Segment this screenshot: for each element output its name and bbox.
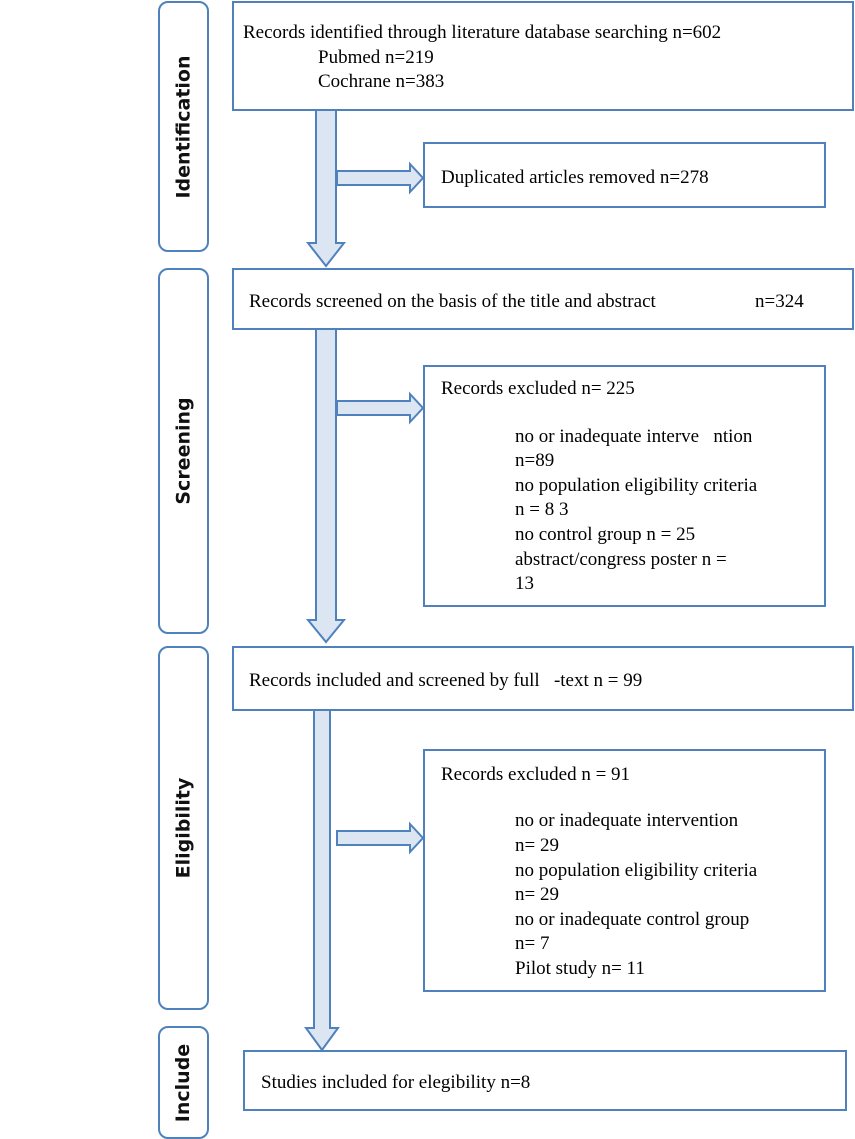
box-records-identified: Records identified through literature da… [232, 1, 854, 111]
excluded-screening-reason: n = 8 3 [515, 499, 569, 520]
pubmed-count: Pubmed n=219 [318, 47, 434, 68]
excluded-eligibility-reason: Pilot study n= 11 [515, 958, 645, 979]
excluded-screening-reason: no or inadequate interve ntion [515, 426, 753, 447]
excluded-screening-reason: 13 [515, 573, 534, 594]
down-arrow-3 [304, 708, 340, 1052]
records-screened-title: Records screened on the basis of the tit… [249, 291, 656, 312]
box-full-text-screened: Records included and screened by full -t… [232, 646, 854, 711]
box-excluded-eligibility: Records excluded n = 91 no or inadequate… [423, 749, 826, 992]
right-arrow-2 [336, 391, 425, 425]
box-studies-included: Studies included for elegibility n=8 [243, 1050, 847, 1111]
right-arrow-3 [336, 821, 425, 855]
excluded-screening-reason: no population eligibility criteria [515, 475, 758, 496]
excluded-screening-reason: abstract/congress poster n = [515, 549, 727, 570]
box-records-screened: Records screened on the basis of the tit… [232, 268, 854, 330]
right-arrow-1 [336, 161, 425, 195]
duplicates-removed-title: Duplicated articles removed n=278 [441, 167, 709, 188]
excluded-eligibility-title: Records excluded n = 91 [441, 764, 631, 785]
down-arrow-1 [305, 109, 347, 268]
full-text-screened-title: Records included and screened by full -t… [249, 670, 643, 691]
excluded-screening-reason: no control group n = 25 [515, 524, 696, 545]
excluded-eligibility-reason: n= 29 [515, 884, 559, 905]
phase-include: Include [158, 1026, 209, 1139]
down-arrow-2 [305, 328, 347, 644]
excluded-eligibility-reason: n= 29 [515, 835, 559, 856]
records-identified-title: Records identified through literature da… [243, 22, 722, 43]
phase-eligibility: Eligibility [158, 646, 209, 1010]
excluded-screening-reason: n=89 [515, 450, 555, 471]
excluded-eligibility-reason: no or inadequate control group [515, 909, 750, 930]
records-screened-count: n=324 [755, 291, 804, 312]
phase-identification: Identification [158, 1, 209, 252]
cochrane-count: Cochrane n=383 [318, 71, 445, 92]
excluded-eligibility-reason: no or inadequate intervention [515, 810, 739, 831]
excluded-eligibility-reason: n= 7 [515, 933, 550, 954]
excluded-eligibility-reason: no population eligibility criteria [515, 860, 758, 881]
phase-screening: Screening [158, 268, 209, 634]
studies-included-title: Studies included for elegibility n=8 [261, 1072, 531, 1093]
box-duplicates-removed: Duplicated articles removed n=278 [423, 142, 826, 208]
excluded-screening-title: Records excluded n= 225 [441, 378, 635, 399]
box-excluded-screening: Records excluded n= 225 no or inadequate… [423, 365, 826, 607]
